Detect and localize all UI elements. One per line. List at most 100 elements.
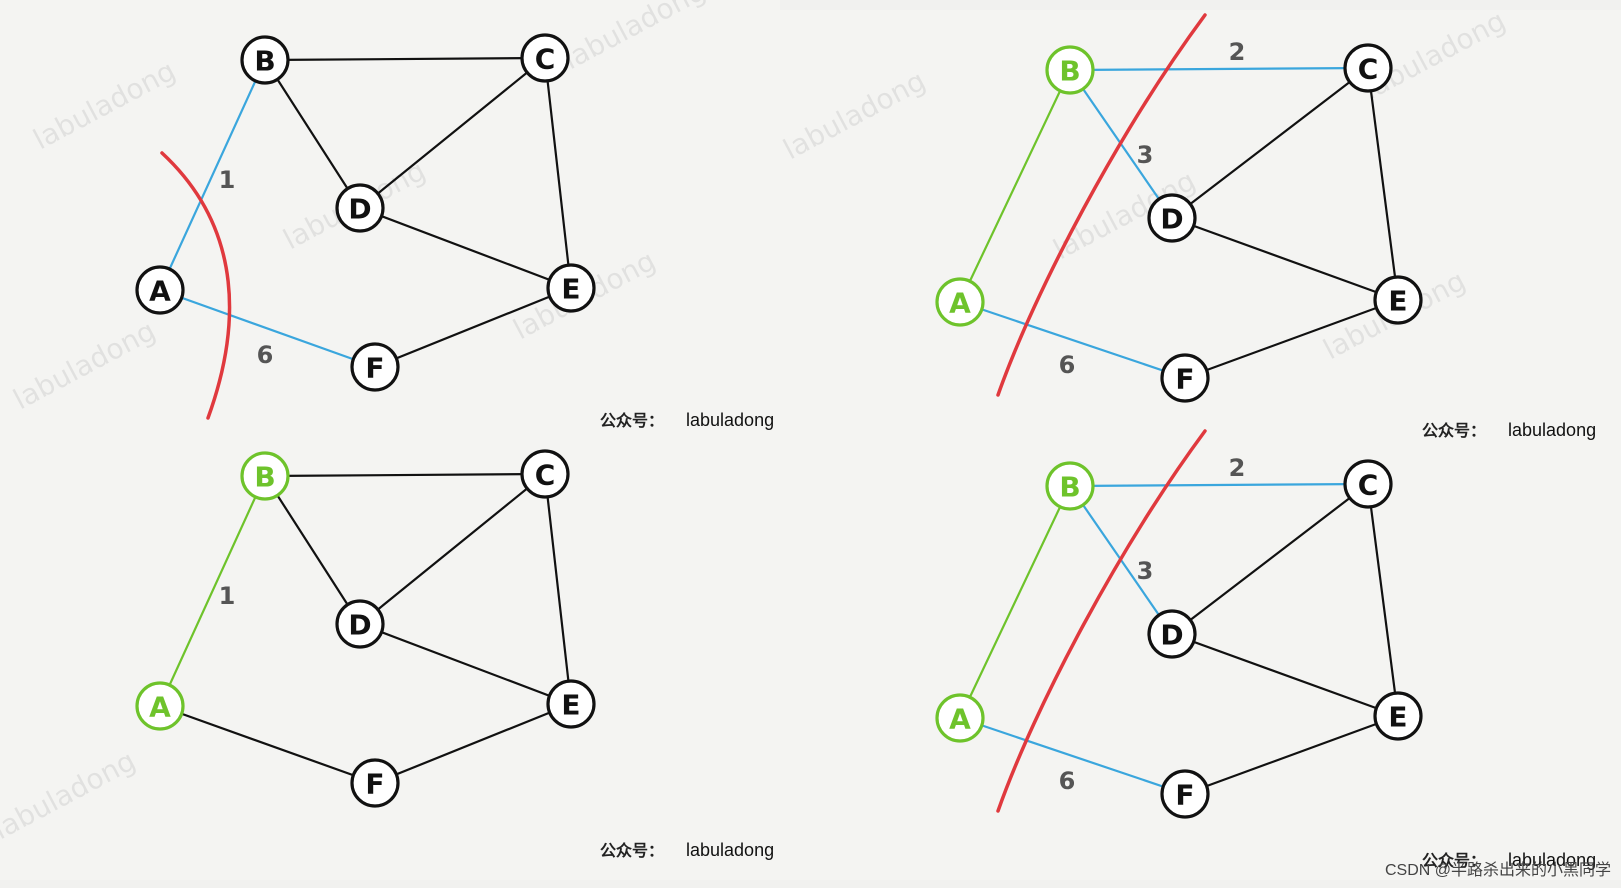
node-circle (350, 758, 400, 808)
edge-a-b (958, 68, 1072, 304)
edge-c-d (1170, 482, 1370, 636)
node-label: F (1175, 779, 1194, 812)
node-circle (1147, 609, 1197, 659)
node-label: B (254, 461, 275, 494)
credit: 公众号： labuladong (600, 410, 774, 430)
node-label: B (254, 45, 275, 78)
node-label: D (1160, 203, 1183, 236)
edge-b-d (263, 58, 362, 210)
node-label: A (149, 275, 171, 308)
node-a: A (935, 277, 985, 327)
node-circle (935, 277, 985, 327)
weight-b-d: 3 (1137, 557, 1154, 585)
credit: 公众号： labuladong (600, 840, 774, 860)
credit: 公众号：labuladong (1422, 420, 1596, 440)
credit-name: labuladong (686, 840, 774, 860)
node-f: F (350, 758, 400, 808)
node-circle (135, 681, 185, 731)
node-label: D (348, 193, 371, 226)
node-d: D (1147, 609, 1197, 659)
node-circle (1373, 275, 1423, 325)
node-circle (1147, 193, 1197, 243)
node-a: A (135, 681, 185, 731)
edge-e-f (373, 286, 573, 369)
edge-b-c (1068, 66, 1370, 72)
node-d: D (335, 599, 385, 649)
node-b: B (1045, 461, 1095, 511)
node-circle (335, 183, 385, 233)
node-circle (350, 342, 400, 392)
node-label: F (365, 352, 384, 385)
cut-line (996, 13, 1207, 397)
credit-mark: 公众号： (1422, 421, 1486, 440)
weight-a-b: 1 (219, 582, 236, 610)
cut-line (160, 151, 232, 420)
edge-c-d (358, 56, 547, 210)
edge-d-e (1170, 216, 1400, 302)
credit-mark: 公众号： (600, 841, 664, 860)
node-label: D (1160, 619, 1183, 652)
edge-c-e (1366, 482, 1400, 718)
node-label: B (1059, 471, 1080, 504)
node-b: B (240, 35, 290, 85)
node-circle (335, 599, 385, 649)
edge-a-f (958, 716, 1187, 796)
credit-mark: 公众号： (1422, 851, 1486, 870)
node-circle (520, 33, 570, 83)
node-circle (1373, 691, 1423, 741)
weight-a-f: 6 (1059, 351, 1076, 379)
node-circle (240, 451, 290, 501)
credit-name: labuladong (686, 410, 774, 430)
edge-a-f (158, 288, 377, 369)
edge-e-f (373, 702, 573, 785)
node-b: B (240, 451, 290, 501)
weight-b-d: 3 (1137, 141, 1154, 169)
node-c: C (1343, 43, 1393, 93)
credit-mark: 公众号： (600, 411, 664, 430)
node-b: B (1045, 45, 1095, 95)
node-label: E (1388, 701, 1407, 734)
node-d: D (1147, 193, 1197, 243)
node-circle (546, 263, 596, 313)
credit: 公众号：labuladong (1422, 850, 1596, 870)
node-label: A (949, 287, 971, 320)
edge-a-b (158, 58, 267, 292)
edge-d-e (358, 622, 573, 706)
node-f: F (1160, 769, 1210, 819)
node-a: A (935, 693, 985, 743)
node-d: D (335, 183, 385, 233)
weight-a-f: 6 (257, 341, 274, 369)
node-label: C (1358, 469, 1379, 502)
edge-b-d (263, 474, 362, 626)
node-f: F (1160, 353, 1210, 403)
node-circle (1343, 459, 1393, 509)
edge-e-f (1183, 298, 1400, 380)
cut-line (996, 429, 1207, 813)
edge-a-b (158, 474, 267, 708)
edge-d-e (358, 206, 573, 290)
node-c: C (1343, 459, 1393, 509)
node-label: B (1059, 55, 1080, 88)
edge-c-e (543, 472, 573, 706)
edge-b-c (1068, 482, 1370, 488)
edge-c-d (1170, 66, 1370, 220)
node-circle (1045, 45, 1095, 95)
node-circle (1045, 461, 1095, 511)
node-label: F (1175, 363, 1194, 396)
node-circle (935, 693, 985, 743)
edge-c-e (1366, 66, 1400, 302)
weight-b-c: 2 (1229, 454, 1246, 482)
node-e: E (1373, 275, 1423, 325)
node-label: E (1388, 285, 1407, 318)
node-circle (1160, 353, 1210, 403)
node-circle (520, 449, 570, 499)
node-c: C (520, 449, 570, 499)
edge-d-e (1170, 632, 1400, 718)
node-label: A (949, 703, 971, 736)
edge-a-f (958, 300, 1187, 380)
node-label: F (365, 768, 384, 801)
node-label: E (561, 689, 580, 722)
